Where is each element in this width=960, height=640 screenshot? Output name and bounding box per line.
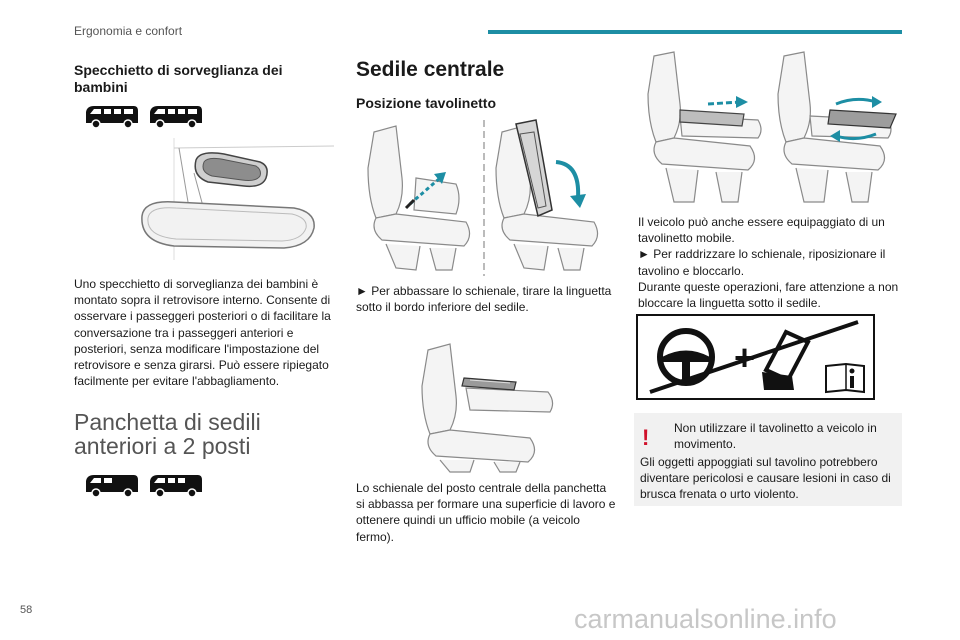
heading-center-seat: Sedile centrale [356, 58, 505, 81]
warning-pictogram: + [636, 314, 875, 400]
table-surface-illustration [421, 343, 554, 473]
child-mirror-paragraph: Uno specchietto di sorveglianza dei bamb… [74, 277, 331, 389]
warning-line-1: Non utilizzare il tavolinetto a veicolo … [674, 421, 877, 451]
vehicle-icons-bottom [86, 475, 202, 498]
step-lower-seatback: ► Per abbassare lo schienale, tirare la … [356, 284, 612, 315]
header-accent-bar [488, 30, 902, 34]
seatback-lowering-illustration [367, 119, 599, 276]
child-mirror-illustration [141, 138, 334, 260]
svg-text:+: + [734, 337, 755, 378]
vehicle-icons-top [86, 106, 202, 129]
manual-info-icon [825, 362, 865, 394]
steering-wheel-icon [657, 328, 715, 386]
page-number: 58 [20, 604, 33, 616]
section-title: Ergonomia e confort [74, 24, 183, 38]
section-big-title: Panchetta di sedili anteriori a 2 posti [74, 409, 261, 459]
van-icon [86, 475, 138, 498]
mobile-table-paragraph: Il veicolo può anche essere equipaggiato… [638, 215, 899, 311]
mobile-table-illustration [647, 51, 897, 203]
warning-line-2: Gli oggetti appoggiati sul tavolino potr… [640, 455, 891, 501]
watermark: carmanualsonline.info [574, 604, 837, 634]
center-seat-paragraph: Lo schienale del posto centrale della pa… [356, 481, 616, 544]
warning-box: ! Non utilizzare il tavolinetto a veicol… [634, 413, 902, 506]
van-icon [86, 106, 138, 129]
van-icon [150, 475, 202, 498]
warning-icon: ! [642, 425, 650, 450]
heading-child-mirror: Specchietto di sorveglianza dei bambini [74, 62, 283, 95]
subheading-table-position: Posizione tavolinetto [356, 95, 497, 111]
van-icon [150, 106, 202, 129]
